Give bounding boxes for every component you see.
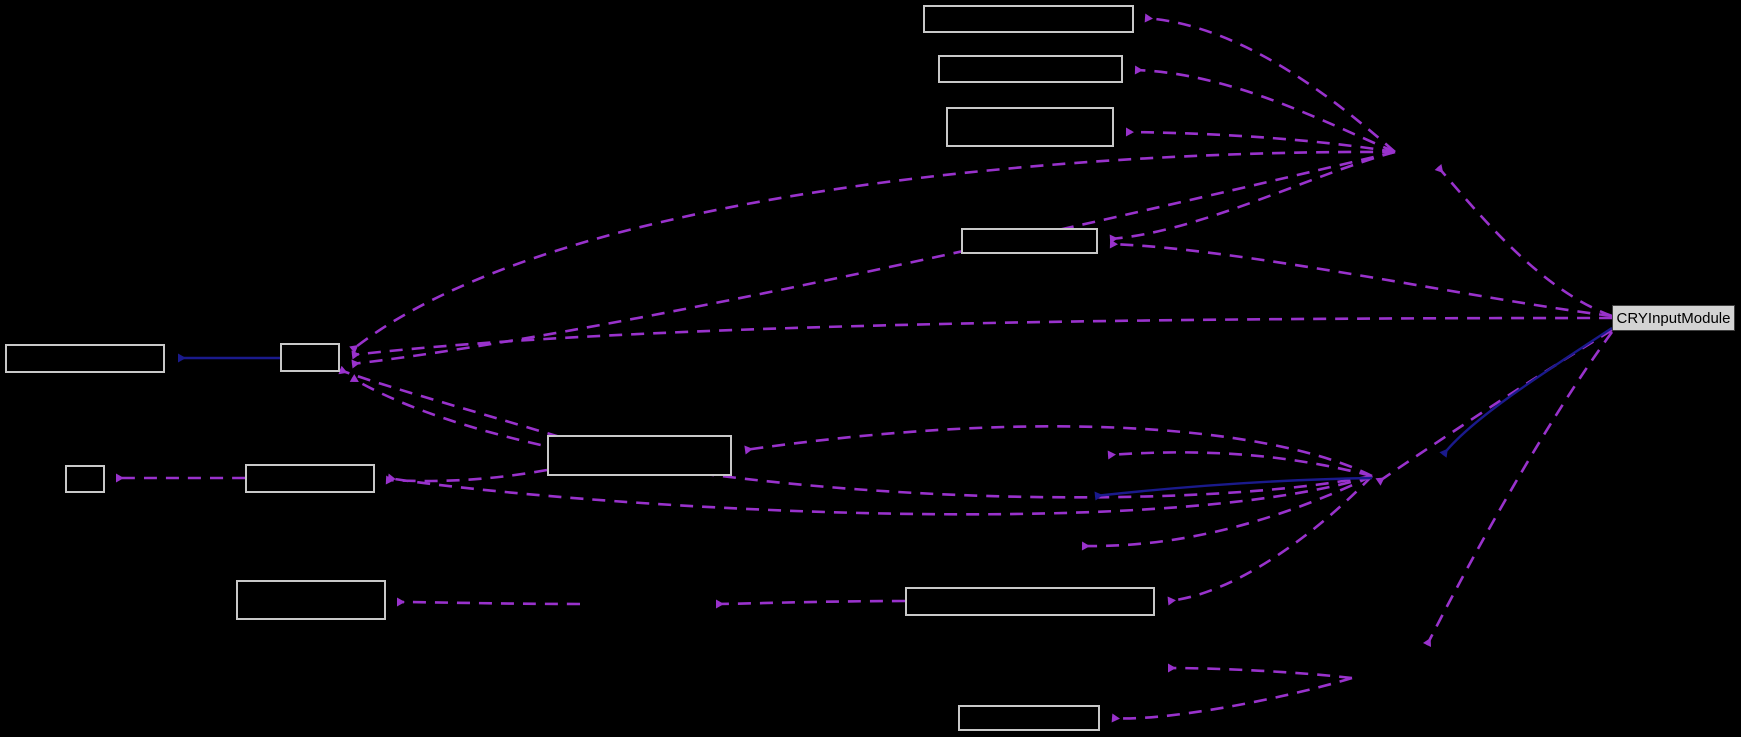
edge-hub-top-to-n6-upper	[349, 150, 1396, 354]
edge-focus-to-midhub-solid	[1439, 326, 1613, 458]
node-box-7[interactable]	[547, 435, 732, 476]
edge-hub-top-to-n1	[1144, 13, 1396, 153]
edge-hub-top-to-n6-mid	[351, 150, 1396, 369]
node-box-12[interactable]	[958, 705, 1100, 731]
edge-midhub-to-n6-lower	[349, 374, 1373, 499]
edge-focus-down-right	[1422, 331, 1614, 648]
edges-purple-dashed	[116, 13, 1614, 723]
edge-midhub-to-dangling-b	[1081, 474, 1373, 551]
edge-mid-left-to-n10	[396, 597, 581, 607]
edge-midhub-to-dangling-blue	[1094, 476, 1373, 501]
edge-midhub-to-n9	[387, 473, 1373, 516]
edge-midhub-to-dangling-a	[1107, 450, 1373, 478]
edge-bottom-hub-to-n12	[1111, 676, 1353, 723]
edge-hub-top-to-n3	[1125, 127, 1396, 154]
edge-focus-to-top-hub	[1434, 164, 1613, 318]
edge-focus-to-n6-straight	[351, 316, 1613, 360]
node-box-5[interactable]	[5, 344, 165, 373]
edge-bottom-hub-to-dangling-c	[1167, 663, 1353, 680]
node-box-10[interactable]	[236, 580, 386, 620]
edge-n7-to-n6	[338, 365, 561, 439]
edge-n7-to-n9	[385, 468, 548, 485]
edge-midhub-to-n7	[744, 425, 1373, 478]
node-box-3[interactable]	[946, 107, 1114, 147]
node-box-1[interactable]	[923, 5, 1134, 33]
edge-focus-to-midhub	[1375, 328, 1613, 486]
edge-hub-top-to-n2	[1134, 65, 1396, 154]
node-box-9[interactable]	[245, 464, 375, 493]
node-box-6[interactable]	[280, 343, 340, 372]
edges-blue-solid	[178, 326, 1613, 501]
node-label-cryinputmodule: CRYInputModule	[1616, 309, 1731, 327]
edge-midhub-to-n11	[1167, 475, 1373, 606]
node-cryinputmodule[interactable]: CRYInputModule	[1612, 305, 1735, 331]
node-box-11[interactable]	[905, 587, 1155, 616]
node-box-4[interactable]	[961, 228, 1098, 254]
edge-focus-to-n4-direct	[1109, 239, 1613, 318]
edge-n11-to-mid-left	[715, 599, 906, 609]
node-box-8[interactable]	[65, 465, 105, 493]
edge-hub-top-to-n4	[1109, 150, 1396, 244]
node-box-2[interactable]	[938, 55, 1123, 83]
